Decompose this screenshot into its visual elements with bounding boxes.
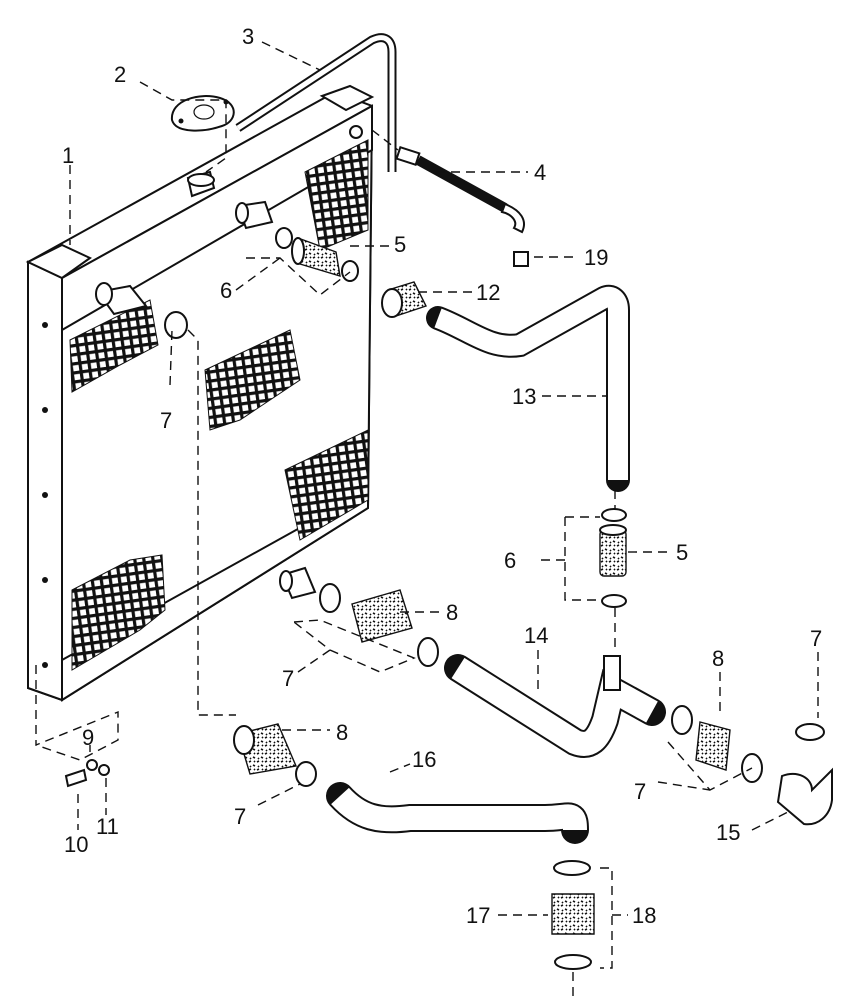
tee-pipe-14 <box>444 654 666 758</box>
label-8-left: 8 <box>336 720 348 745</box>
label-9: 9 <box>82 725 94 750</box>
label-10: 10 <box>64 832 88 857</box>
clamp-7-a <box>164 311 188 339</box>
label-7-bottom-left: 7 <box>234 804 246 829</box>
hose-12 <box>381 281 427 318</box>
gasket-2 <box>170 95 235 132</box>
label-2: 2 <box>114 62 126 87</box>
label-17: 17 <box>466 903 490 928</box>
label-14: 14 <box>524 623 548 648</box>
label-5-top: 5 <box>394 232 406 257</box>
hose-5-right <box>599 524 627 577</box>
label-7-far-right: 7 <box>810 626 822 651</box>
hose-17 <box>551 860 595 970</box>
leader-lines <box>35 41 819 1000</box>
label-8-right: 8 <box>712 646 724 671</box>
nipple-19 <box>513 251 529 267</box>
label-5-right: 5 <box>676 540 688 565</box>
label-6-right: 6 <box>504 548 516 573</box>
label-13: 13 <box>512 384 536 409</box>
label-7-mid: 7 <box>282 666 294 691</box>
radiator <box>25 84 375 702</box>
label-15: 15 <box>716 820 740 845</box>
pipe-13 <box>426 284 630 492</box>
elbow-15 <box>776 723 833 826</box>
label-18: 18 <box>632 903 656 928</box>
braided-hose-4 <box>395 145 525 234</box>
label-8-mid: 8 <box>446 600 458 625</box>
label-7-bottom-right: 7 <box>634 779 646 804</box>
label-6-top: 6 <box>220 278 232 303</box>
hose-8-lower <box>319 583 439 667</box>
hose-5-top <box>291 236 341 277</box>
pipe-16 <box>326 782 589 844</box>
label-11: 11 <box>96 814 119 839</box>
label-7-left: 7 <box>160 408 172 433</box>
label-12: 12 <box>476 280 500 305</box>
overflow-pipe-3 <box>235 33 397 172</box>
clamps-6 <box>275 227 627 608</box>
label-19: 19 <box>584 245 608 270</box>
label-4: 4 <box>534 160 546 185</box>
hose-8-left <box>233 723 317 787</box>
part-labels: 1 2 3 4 5 6 12 19 13 7 6 5 8 14 7 8 7 8 … <box>62 24 822 928</box>
bolt-group <box>64 759 110 788</box>
label-16: 16 <box>412 747 436 772</box>
label-3: 3 <box>242 24 254 49</box>
label-1: 1 <box>62 143 74 168</box>
